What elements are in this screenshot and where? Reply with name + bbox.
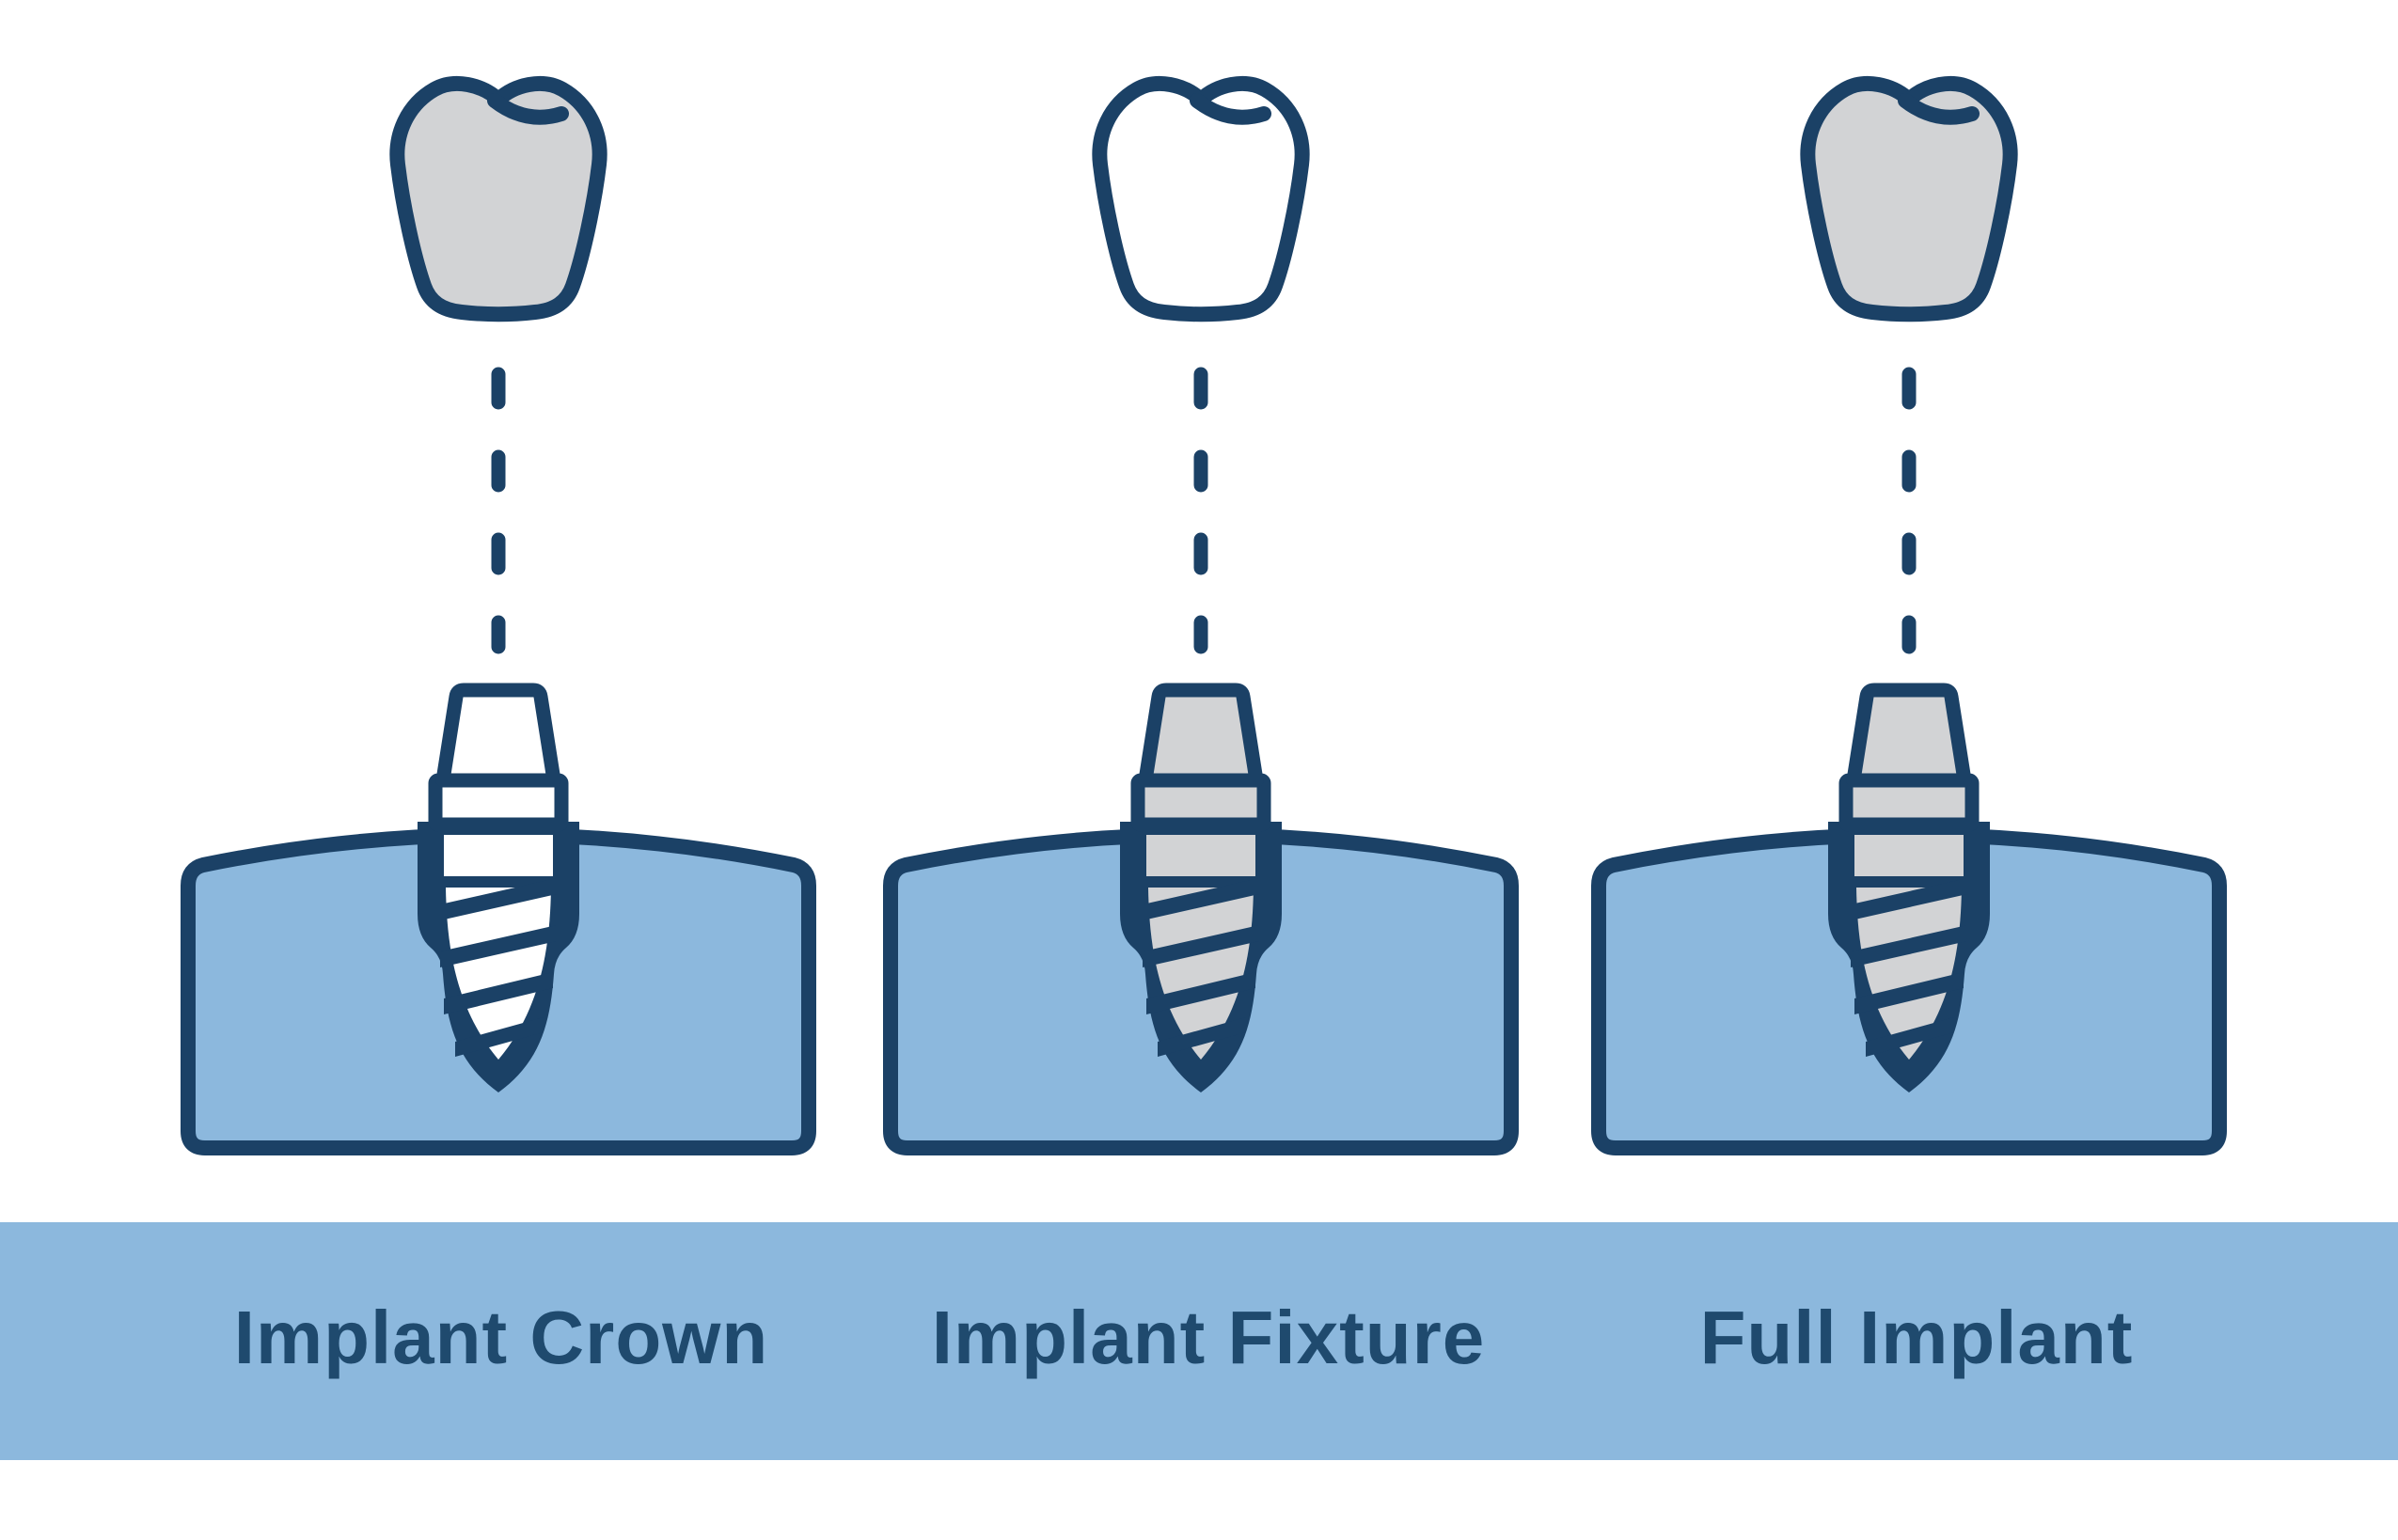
- tooth-groove: [1190, 93, 1271, 125]
- screw-thread: [440, 878, 557, 920]
- screw-thread: [1866, 1017, 1954, 1057]
- implant-diagram: [181, 75, 816, 1155]
- tooth-groove: [1898, 93, 1980, 125]
- implant-screw-body: [1856, 888, 1962, 1060]
- label-implant-crown: Implant Crown: [233, 1296, 769, 1379]
- screw-thread: [444, 972, 553, 1014]
- screw-thread: [1146, 972, 1255, 1014]
- screw-thread: [1143, 925, 1259, 967]
- implant-screw-body: [1148, 888, 1254, 1060]
- screw-thread: [1851, 878, 1967, 920]
- implant-fixture-top: [1146, 835, 1255, 876]
- implant-screw-body: [446, 888, 551, 1060]
- screw-thread: [1158, 1017, 1246, 1057]
- implant-fixture-top: [444, 835, 553, 876]
- implant-fixture-top: [1854, 835, 1964, 876]
- implant-abutment: [435, 683, 561, 788]
- screw-thread: [1854, 972, 1964, 1014]
- column-implant-crown: [145, 0, 852, 1171]
- screw-thread: [440, 925, 557, 967]
- label-banner: Implant Crown Implant Fixture Full Impla…: [0, 1222, 2398, 1460]
- column-implant-fixture: [847, 0, 1554, 1171]
- implant-abutment: [1846, 683, 1972, 788]
- screw-thread: [1851, 925, 1967, 967]
- screw-thread: [1143, 878, 1259, 920]
- tooth-outline: [389, 75, 607, 322]
- tooth-crown-icon: [1092, 75, 1310, 322]
- column-full-implant: [1555, 0, 2263, 1171]
- tooth-outline: [1800, 75, 2018, 322]
- implant-diagram: [1591, 75, 2227, 1155]
- screw-thread: [455, 1017, 544, 1057]
- implant-abutment: [1138, 683, 1264, 788]
- tooth-outline: [1092, 75, 1310, 322]
- label-implant-fixture: Implant Fixture: [931, 1296, 1486, 1379]
- implant-diagram: [883, 75, 1519, 1155]
- tooth-groove: [487, 93, 569, 125]
- label-full-implant: Full Implant: [1699, 1296, 2134, 1379]
- tooth-crown-icon: [389, 75, 607, 322]
- tooth-crown-icon: [1800, 75, 2018, 322]
